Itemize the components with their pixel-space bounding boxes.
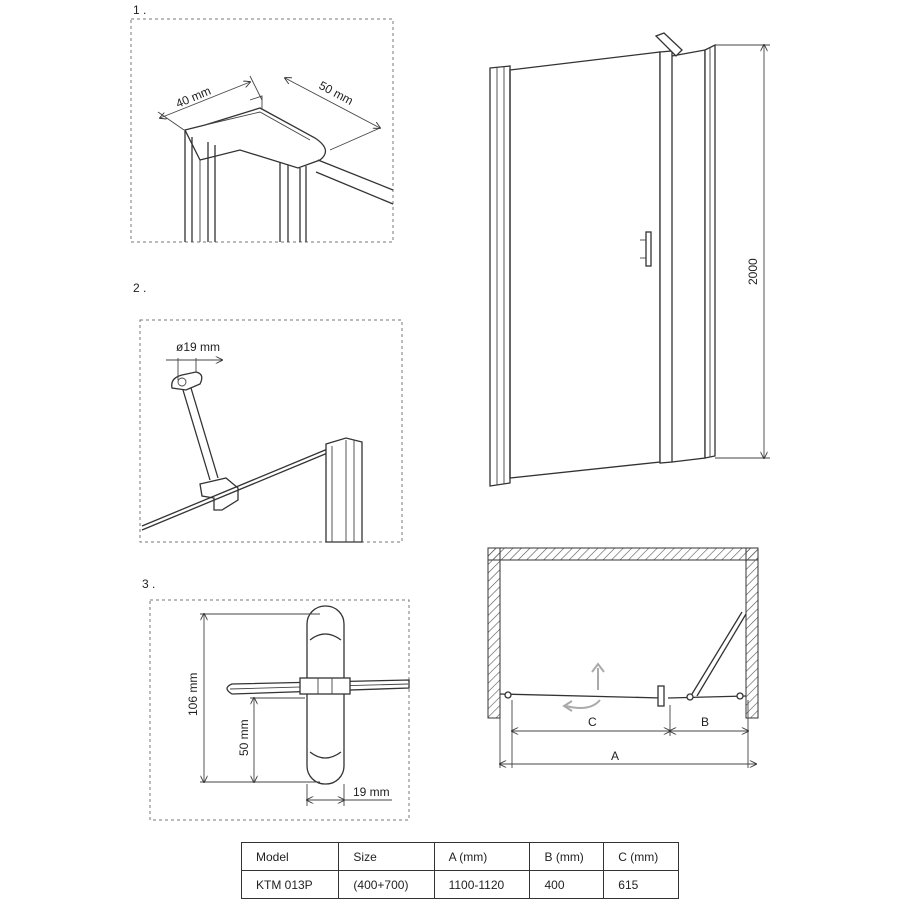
detail-2-frame [139,319,403,543]
detail-3: 3 . 106 mm 50 mm 19 mm [142,577,410,821]
table-row: KTM 013P (400+700) 1100-1120 400 615 [240,870,679,899]
detail-1-dim-50: 50 mm [317,78,356,108]
plan-label-c: C [588,715,597,729]
detail-1-frame [130,18,394,243]
table-cell-a: 1100-1120 [433,870,531,899]
table-header-a: A (mm) [433,842,531,871]
table-cell-b: 400 [529,870,605,899]
plan-label-a: A [611,749,619,763]
table-cell-model: KTM 013P [240,870,340,899]
detail-3-number: 3 . [142,577,155,591]
detail-1: 1 . 40 mm 50 mm [130,3,394,243]
table-header-c: C (mm) [603,842,679,871]
plan-view: C B A [487,547,759,768]
table-header-row: Model Size A (mm) B (mm) C (mm) [240,842,679,871]
table-header-model: Model [240,842,340,871]
detail-3-dim-19: 19 mm [353,785,390,799]
detail-2-number: 2 . [133,281,146,295]
elevation-height: 2000 [746,258,760,285]
detail-2-stabilizer-bar [141,371,363,543]
table-cell-size: (400+700) [338,870,435,899]
detail-3-dim-106: 106 mm [186,673,200,716]
dimensions-table: Model Size A (mm) B (mm) C (mm) KTM 013P… [240,842,679,899]
detail-1-number: 1 . [133,3,146,17]
detail-3-handle-section [226,605,410,785]
detail-1-dim-40: 40 mm [174,84,213,111]
table-header-b: B (mm) [529,842,605,871]
detail-1-profile [184,95,394,242]
detail-2: 2 . ø19 mm [133,281,403,543]
table-header-size: Size [338,842,435,871]
plan-label-b: B [701,715,709,729]
detail-3-dim-50: 50 mm [237,719,251,756]
front-elevation: 2000 [489,32,770,487]
detail-3-frame [149,599,410,821]
table-cell-c: 615 [603,870,679,899]
detail-2-diameter: ø19 mm [176,340,220,354]
